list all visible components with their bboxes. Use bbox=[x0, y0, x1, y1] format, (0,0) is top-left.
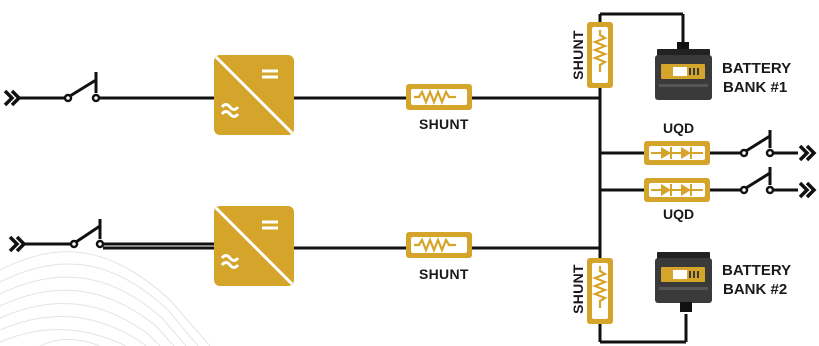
background-contour-lines bbox=[0, 251, 211, 346]
output-connector-1 bbox=[798, 144, 816, 162]
input-connector-bottom bbox=[8, 235, 26, 253]
shunt-label-bottom: SHUNT bbox=[419, 266, 469, 282]
switch-icon bbox=[739, 130, 775, 158]
battery-bank-2-label: BATTERY BANK #2 bbox=[722, 261, 791, 299]
shunt-label-vertical-top: SHUNT bbox=[570, 30, 586, 80]
uqd-label-bottom: UQD bbox=[663, 206, 695, 222]
shunt-icon bbox=[406, 84, 472, 110]
switch-icon bbox=[69, 219, 105, 249]
shunt-icon bbox=[587, 22, 613, 88]
shunt-label-vertical-bottom: SHUNT bbox=[570, 264, 586, 314]
battery-bank-1-line2: BANK #1 bbox=[723, 79, 788, 96]
converter-top bbox=[214, 55, 294, 135]
shunt-icon bbox=[587, 258, 613, 324]
diode-pair-icon bbox=[644, 141, 710, 165]
uqd-label-top: UQD bbox=[663, 120, 695, 136]
output-connector-2 bbox=[798, 181, 816, 199]
diode-pair-icon bbox=[644, 178, 710, 202]
shunt-icon bbox=[406, 232, 472, 258]
shunt-label-top: SHUNT bbox=[419, 116, 469, 132]
battery-bank-1-line1: BATTERY bbox=[722, 60, 792, 77]
battery-bank-2-line2: BANK #2 bbox=[723, 281, 788, 298]
battery-icon bbox=[655, 252, 712, 312]
switch-icon bbox=[739, 167, 775, 195]
battery-bank-1-label: BATTERY BANK #1 bbox=[722, 59, 791, 97]
switch-icon bbox=[63, 72, 101, 103]
converter-bottom bbox=[214, 206, 294, 286]
input-connector-top bbox=[3, 89, 21, 107]
battery-bank-2-line1: BATTERY bbox=[722, 262, 792, 279]
battery-icon bbox=[655, 42, 712, 100]
